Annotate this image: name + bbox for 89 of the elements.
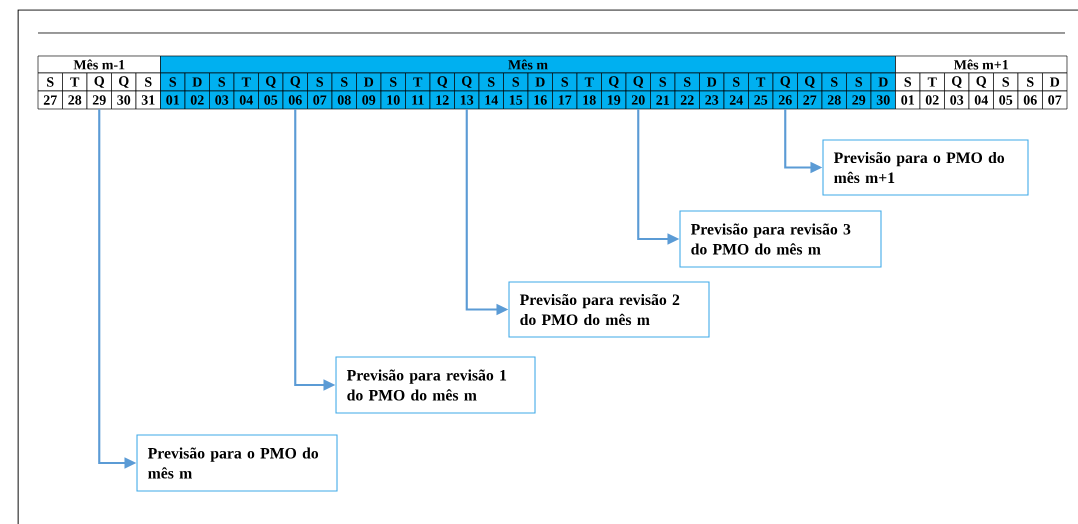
- table-cell: Q: [111, 72, 137, 92]
- text-box: Previsão para revisão 2 do PMO do mês m: [508, 281, 710, 338]
- table-cell: Q: [944, 72, 970, 92]
- table-cell: 23: [699, 90, 725, 110]
- table-cell: 05: [258, 90, 284, 110]
- table-cell: S: [552, 72, 578, 92]
- table-cell: 06: [1017, 90, 1043, 110]
- table-cell: S: [37, 72, 63, 92]
- table-cell: S: [478, 72, 504, 92]
- text-box: Previsão para o PMO do mês m+1: [822, 139, 1029, 196]
- table-cell: 02: [184, 90, 210, 110]
- table-cell: D: [184, 72, 210, 92]
- table-cell: S: [650, 72, 676, 92]
- table-cell: T: [405, 72, 431, 92]
- table-cell: S: [895, 72, 921, 92]
- table-cell: 07: [1042, 90, 1068, 110]
- table-cell: S: [821, 72, 847, 92]
- table-cell: T: [576, 72, 602, 92]
- table-cell: 15: [503, 90, 529, 110]
- table-cell: 09: [356, 90, 382, 110]
- table-cell: 03: [209, 90, 235, 110]
- table-cell: S: [503, 72, 529, 92]
- table-cell: S: [209, 72, 235, 92]
- table-cell: 03: [944, 90, 970, 110]
- table-cell: D: [1042, 72, 1068, 92]
- table-cell: S: [846, 72, 872, 92]
- table-cell: 01: [160, 90, 186, 110]
- table-cell: Q: [797, 72, 823, 92]
- table-cell: 25: [748, 90, 774, 110]
- table-cell: 28: [821, 90, 847, 110]
- table-cell: T: [233, 72, 259, 92]
- table-cell: S: [331, 72, 357, 92]
- table-cell: 06: [282, 90, 308, 110]
- table-cell: 24: [723, 90, 749, 110]
- table-cell: T: [748, 72, 774, 92]
- table-cell: Q: [86, 72, 112, 92]
- text-box: Previsão para o PMO do mês m: [136, 434, 338, 492]
- table-cell: S: [993, 72, 1019, 92]
- table-cell: 17: [552, 90, 578, 110]
- table-cell: S: [723, 72, 749, 92]
- text-box: Previsão para revisão 3 do PMO do mês m: [679, 210, 882, 268]
- table-cell: T: [919, 72, 945, 92]
- table-cell: D: [870, 72, 896, 92]
- table-cell: 30: [870, 90, 896, 110]
- table-cell: S: [674, 72, 700, 92]
- table-cell: Q: [625, 72, 651, 92]
- table-cell: Q: [968, 72, 994, 92]
- table-cell: D: [356, 72, 382, 92]
- table-cell: 16: [527, 90, 553, 110]
- table-cell: Q: [258, 72, 284, 92]
- table-cell: Q: [601, 72, 627, 92]
- table-cell: 27: [797, 90, 823, 110]
- table-cell: 05: [993, 90, 1019, 110]
- table-cell: S: [160, 72, 186, 92]
- table-cell: 21: [650, 90, 676, 110]
- table-cell: S: [307, 72, 333, 92]
- table-cell: S: [380, 72, 406, 92]
- table-cell: D: [699, 72, 725, 92]
- table-cell: Q: [429, 72, 455, 92]
- table-cell: 04: [233, 90, 259, 110]
- table-cell: 04: [968, 90, 994, 110]
- table-cell: 19: [601, 90, 627, 110]
- table-cell: 18: [576, 90, 602, 110]
- table-cell: 29: [846, 90, 872, 110]
- text-box: Previsão para revisão 1 do PMO do mês m: [335, 356, 536, 414]
- table-cell: S: [135, 72, 161, 92]
- table-cell: S: [1017, 72, 1043, 92]
- table-cell: 29: [86, 90, 112, 110]
- table-cell: Q: [772, 72, 798, 92]
- table-cell: 10: [380, 90, 406, 110]
- table-cell: 01: [895, 90, 921, 110]
- table-cell: 20: [625, 90, 651, 110]
- table-cell: 28: [62, 90, 88, 110]
- table-cell: Q: [282, 72, 308, 92]
- table-cell: 26: [772, 90, 798, 110]
- table-cell: 22: [674, 90, 700, 110]
- table-cell: 07: [307, 90, 333, 110]
- table-cell: 27: [37, 90, 63, 110]
- table-cell: 12: [429, 90, 455, 110]
- table-cell: 02: [919, 90, 945, 110]
- table-cell: T: [62, 72, 88, 92]
- table-cell: 08: [331, 90, 357, 110]
- table-cell: Q: [454, 72, 480, 92]
- table-cell: 11: [405, 90, 431, 110]
- table-cell: 13: [454, 90, 480, 110]
- table-cell: D: [527, 72, 553, 92]
- table-cell: 14: [478, 90, 504, 110]
- table-cell: 31: [135, 90, 161, 110]
- table-cell: 30: [111, 90, 137, 110]
